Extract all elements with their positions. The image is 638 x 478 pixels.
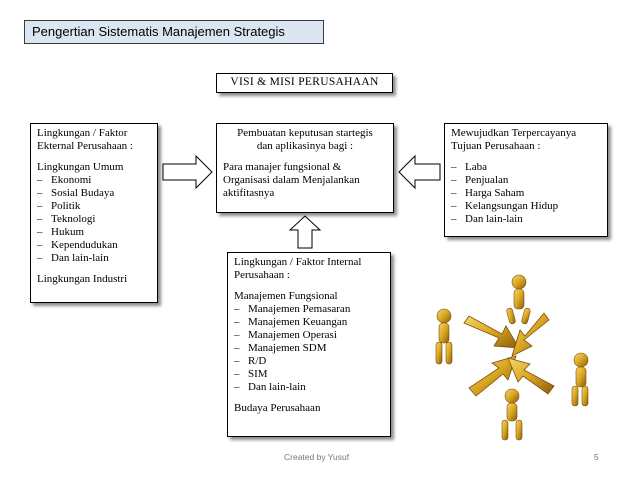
internal-heading-line: Perusahaan : (234, 269, 290, 281)
external-list: –Ekonomi –Sosial Budaya –Politik –Teknol… (37, 174, 151, 265)
list-item: –R/D (234, 355, 267, 367)
arrow-left (398, 154, 441, 190)
list-item: –Ekonomi (37, 174, 92, 186)
arrow-right (162, 154, 213, 190)
decision-box: Pembuatan keputusan startegis dan aplika… (216, 123, 394, 213)
decision-heading-line: dan aplikasinya bagi : (256, 140, 354, 152)
internal-subheading: Manajemen Fungsional (234, 290, 338, 302)
visi-misi-box: VISI & MISI PERUSAHAAN (216, 73, 393, 93)
list-item: –Dan lain-lain (37, 252, 109, 264)
decision-body-line: Organisasi dalam Menjalankan (223, 174, 360, 186)
internal-heading-line: Lingkungan / Faktor Internal (234, 256, 362, 268)
arrow-up (288, 215, 322, 249)
decision-heading-line: Pembuatan keputusan startegis (237, 127, 373, 139)
list-item: –Kependudukan (37, 239, 118, 251)
list-item: –Harga Saham (451, 187, 525, 199)
list-item: –Manajemen Pemasaran (234, 303, 351, 315)
objectives-heading-line: Mewujudkan Terpercayanya (451, 127, 577, 139)
teamwork-illustration (435, 274, 589, 441)
internal-footer: Budaya Perusahaan (234, 402, 321, 414)
list-item: –Kelangsungan Hidup (451, 200, 559, 212)
external-subheading: Lingkungan Umum (37, 161, 124, 173)
internal-factors-box: Lingkungan / Faktor Internal Perusahaan … (227, 252, 391, 437)
external-footer: Lingkungan Industri (37, 273, 128, 285)
footer-credit: Created by Yusuf (284, 452, 350, 462)
list-item: –Manajemen SDM (234, 342, 327, 354)
list-item: –Dan lain-lain (234, 381, 306, 393)
list-item: –Manajemen Operasi (234, 329, 337, 341)
objectives-heading-line: Tujuan Perusahaan : (451, 140, 541, 152)
list-item: –Laba (451, 161, 487, 173)
objectives-list: –Laba –Penjualan –Harga Saham –Kelangsun… (451, 161, 601, 226)
slide-title: Pengertian Sistematis Manajemen Strategi… (24, 20, 324, 44)
list-item: –Teknologi (37, 213, 96, 225)
internal-list: –Manajemen Pemasaran –Manajemen Keuangan… (234, 303, 384, 394)
objectives-box: Mewujudkan Terpercayanya Tujuan Perusaha… (444, 123, 608, 237)
list-item: –Penjualan (451, 174, 509, 186)
visi-misi-label: VISI & MISI PERUSAHAAN (230, 76, 379, 88)
list-item: –Hukum (37, 226, 84, 238)
list-item: –Manajemen Keuangan (234, 316, 348, 328)
external-heading-line: Ekternal Perusahaan : (37, 140, 133, 152)
list-item: –Dan lain-lain (451, 213, 523, 225)
decision-body-line: Para manajer fungsional & (223, 161, 342, 173)
external-factors-box: Lingkungan / Faktor Ekternal Perusahaan … (30, 123, 158, 303)
list-item: –SIM (234, 368, 268, 380)
list-item: –Politik (37, 200, 81, 212)
page-number: 5 (594, 452, 599, 462)
decision-body-line: aktifitasnya (223, 187, 275, 199)
list-item: –Sosial Budaya (37, 187, 115, 199)
external-heading-line: Lingkungan / Faktor (37, 127, 128, 139)
